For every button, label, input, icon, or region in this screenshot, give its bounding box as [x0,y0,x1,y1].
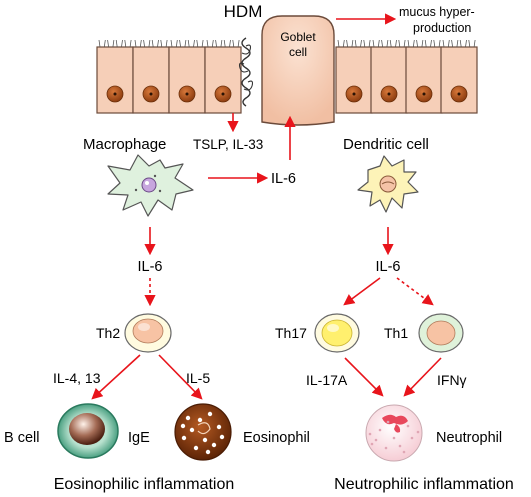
tslp-il33-label: TSLP, IL-33 [193,137,263,152]
th1-label: Th1 [384,325,408,341]
eosinophil-cell [174,403,232,461]
arrow-th2-to-eosinophil [158,354,203,400]
ifng-label: IFNγ [437,372,467,388]
arrow-th1-to-neutrophil [403,357,442,397]
th1-cell [418,313,464,353]
neutrophilic-inflammation-label: Neutrophilic inflammation [334,476,514,493]
th17-cell [314,313,360,353]
th2-label: Th2 [96,325,120,341]
epithelial-cell [168,39,206,114]
epithelial-cell [96,39,134,114]
macrophage-label: Macrophage [83,136,166,153]
goblet-cell: Goblet cell [261,15,335,126]
mucus-label-line2: production [413,21,471,35]
th2-cell [124,313,172,353]
il17a-label: IL-17A [306,372,348,388]
epithelial-cell [370,39,408,114]
th17-label: Th17 [275,325,307,341]
il4-13-label: IL-4, 13 [53,370,101,386]
il6-right-label: IL-6 [376,259,401,275]
dendritic-cell-label: Dendritic cell [343,136,429,153]
epithelial-cell [132,39,170,114]
arrow-il6-to-th1 [396,277,434,306]
hdm-label: HDM [224,2,263,21]
epithelial-cell [405,39,443,114]
il6-left-label: IL-6 [138,259,163,275]
arrow-il6-to-th17 [343,277,381,306]
dendritic-cell [357,155,419,213]
il5-label: IL-5 [186,370,210,386]
epithelial-cell [204,39,242,114]
eosinophilic-inflammation-label: Eosinophilic inflammation [54,476,235,493]
arrows [91,13,442,400]
hdm-allergen-icon [238,37,254,107]
eosinophil-label: Eosinophil [243,430,310,446]
epithelium-layer [96,39,478,114]
epithelial-cell [335,39,373,114]
neutrophil-cell [365,404,423,462]
arrow-th2-to-bcell [91,354,141,400]
il6-center-label: IL-6 [271,171,296,187]
neutrophil-label: Neutrophil [436,430,502,446]
arrow-th17-to-neutrophil [344,357,384,397]
macrophage-cell [107,154,194,217]
ige-label: IgE [128,430,150,446]
epithelial-cell [440,39,478,114]
b-cell [57,403,119,459]
mucus-label-line1: mucus hyper- [399,5,475,19]
b-cell-label: B cell [4,430,39,446]
goblet-label-line1: Goblet [280,30,316,44]
goblet-label-line2: cell [289,45,307,59]
